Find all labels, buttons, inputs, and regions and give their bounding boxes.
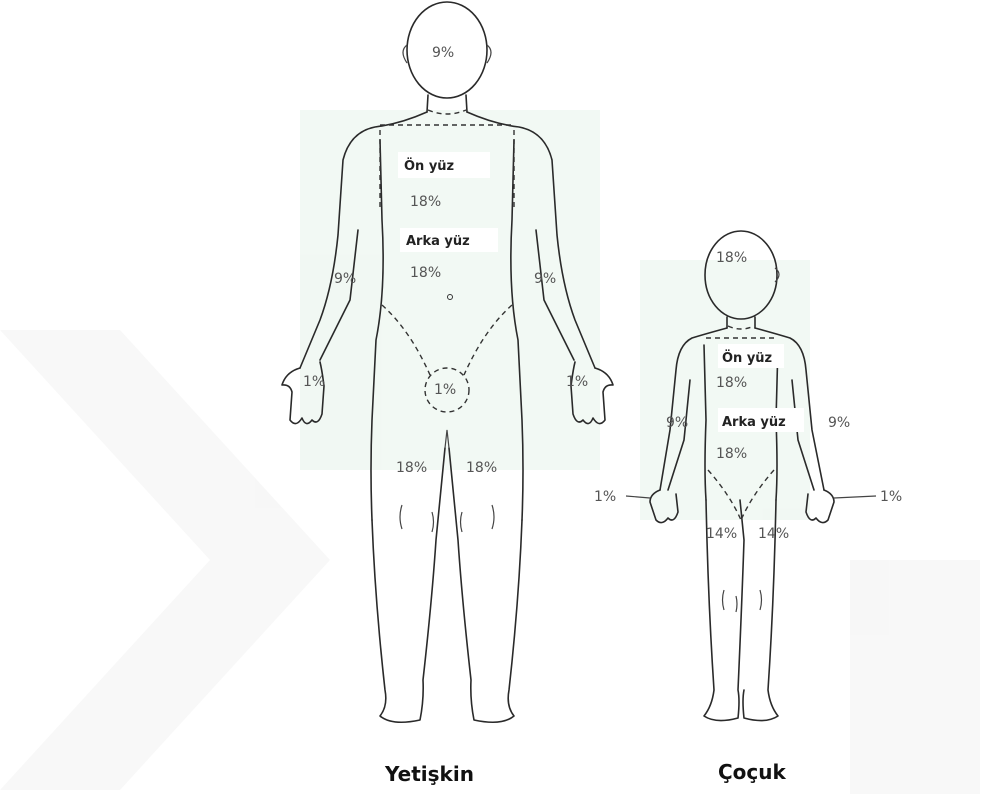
child-right-hand <box>806 490 834 523</box>
adult-left-leg-percent: 18% <box>396 460 427 476</box>
adult-back-label: Arka yüz <box>406 234 470 249</box>
child-front-label: Ön yüz <box>722 350 772 366</box>
adult-genital-percent: 1% <box>434 382 456 398</box>
child-left-arm-percent: 9% <box>666 415 688 431</box>
adult-front-label: Ön yüz <box>404 158 454 174</box>
child-right-hand-percent: 1% <box>880 489 902 505</box>
adult-head-percent: 9% <box>432 45 454 61</box>
adult-left-hand-percent: 1% <box>303 374 325 390</box>
child-left-hand-percent: 1% <box>594 489 616 505</box>
adult-legs <box>372 448 522 722</box>
child-left-leg-percent: 14% <box>706 526 737 542</box>
adult-back-percent: 18% <box>410 265 441 281</box>
adult-left-arm-percent: 9% <box>334 271 356 287</box>
watermark <box>0 110 980 794</box>
child-head-percent: 18% <box>716 250 747 266</box>
child-back-label: Arka yüz <box>722 415 786 430</box>
adult-right-leg-percent: 18% <box>466 460 497 476</box>
adult-right-hand-percent: 1% <box>566 374 588 390</box>
child-front-percent: 18% <box>716 375 747 391</box>
child-caption: Çoçuk <box>718 760 787 784</box>
adult-caption: Yetişkin <box>384 762 474 786</box>
child-right-leg-percent: 14% <box>758 526 789 542</box>
adult-front-percent: 18% <box>410 194 441 210</box>
adult-right-arm-percent: 9% <box>534 271 556 287</box>
child-back-percent: 18% <box>716 446 747 462</box>
child-right-arm-percent: 9% <box>828 415 850 431</box>
